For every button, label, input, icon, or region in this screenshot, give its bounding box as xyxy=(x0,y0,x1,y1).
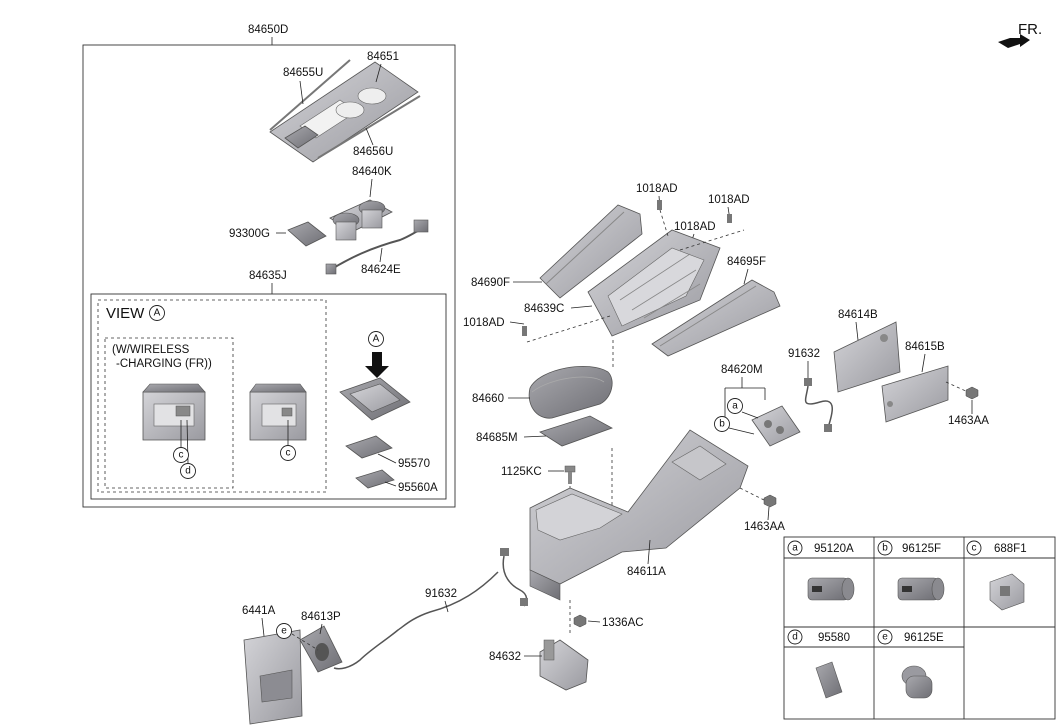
label-84655U: 84655U xyxy=(283,67,323,79)
label-93300G: 93300G xyxy=(229,228,270,240)
side-panel-left xyxy=(539,204,643,299)
legend-cell-d: d 95580 xyxy=(787,629,850,699)
label-84690F: 84690F xyxy=(471,277,510,289)
trim-plates xyxy=(269,59,421,163)
label-84615B: 84615B xyxy=(905,341,945,353)
label-84651: 84651 xyxy=(367,51,399,63)
panel-84614B xyxy=(833,321,901,393)
bolt-1125KC xyxy=(564,465,576,484)
side-panel-right xyxy=(651,279,781,357)
label-1463AA-2: 1463AA xyxy=(744,521,785,533)
legend-cell-c: c 688F1 xyxy=(966,540,1027,611)
label-84614B: 84614B xyxy=(838,309,878,321)
label-1125KC: 1125KC xyxy=(501,466,542,478)
callout-e: e xyxy=(281,626,287,637)
bracket-84632 xyxy=(539,639,589,691)
clip-1336AC xyxy=(573,614,587,628)
legend-part-a: 95120A xyxy=(814,543,854,555)
aux-jack-icon xyxy=(901,665,933,699)
legend-cell-e: e 96125E xyxy=(877,629,944,699)
panel-84615B xyxy=(881,365,949,423)
label-84613P: 84613P xyxy=(301,611,341,623)
view-title: VIEW xyxy=(106,305,145,322)
label-1018AD-1: 1018AD xyxy=(636,183,678,195)
wire-84624E xyxy=(325,219,429,275)
label-84635J: 84635J xyxy=(249,270,287,282)
label-84620M: 84620M xyxy=(721,364,763,376)
label-84695F: 84695F xyxy=(727,256,766,268)
view-arrow-icon xyxy=(365,352,389,378)
main-console-84611A xyxy=(529,429,749,601)
label-95570: 95570 xyxy=(398,458,430,470)
callout-a: a xyxy=(732,401,738,412)
callout-c-1: c xyxy=(179,450,184,461)
usb-charger-icon xyxy=(807,577,855,601)
wireless-note-line1: (W/WIRELESS xyxy=(112,344,190,356)
wireless-note-line2: -CHARGING (FR)) xyxy=(116,358,212,370)
label-1018AD-4: 1018AD xyxy=(463,317,505,329)
callout-c-2: c xyxy=(286,448,291,459)
label-95560A: 95560A xyxy=(398,482,438,494)
storage-bin-wireless xyxy=(142,383,206,441)
label-1463AA-1: 1463AA xyxy=(948,415,989,427)
assembly-box: 84650D xyxy=(82,24,456,508)
usb-module-84620M xyxy=(751,405,801,447)
label-84685M: 84685M xyxy=(476,432,518,444)
cup-holder xyxy=(329,199,393,241)
label-84611A: 84611A xyxy=(627,566,666,578)
wire-91632-upper xyxy=(804,378,833,432)
panel-6441A xyxy=(243,629,303,725)
label-84650D: 84650D xyxy=(248,24,288,36)
front-arrow-icon xyxy=(998,34,1030,48)
label-1018AD-2: 1018AD xyxy=(708,194,750,206)
label-1336AC: 1336AC xyxy=(602,617,644,629)
switch-93300G xyxy=(287,221,327,247)
bracket-84613P xyxy=(299,625,343,673)
label-84660: 84660 xyxy=(472,393,504,405)
label-84640K: 84640K xyxy=(352,166,392,178)
legend-part-c: 688F1 xyxy=(994,543,1027,555)
label-84632: 84632 xyxy=(489,651,521,663)
callout-d: d xyxy=(185,466,191,477)
usb-port-icon xyxy=(897,577,945,601)
view-box xyxy=(90,293,447,500)
storage-bin-standard xyxy=(249,383,307,441)
connector-icon xyxy=(815,661,843,699)
nut-1463AA-center xyxy=(763,494,777,508)
legend-part-d: 95580 xyxy=(818,632,850,644)
pad-95570 xyxy=(345,435,393,459)
label-91632-2: 91632 xyxy=(425,588,457,600)
legend-part-b: 96125F xyxy=(902,543,941,555)
label-91632-1: 91632 xyxy=(788,348,820,360)
switch-module-icon xyxy=(989,573,1025,611)
bracket-84639C xyxy=(587,229,721,337)
wireless-dashed-box xyxy=(104,337,234,489)
legend-part-e: 96125E xyxy=(904,632,944,644)
legend-letter-b: b xyxy=(882,543,888,554)
arrow-letter: A xyxy=(373,334,380,345)
nut-1463AA-right xyxy=(965,386,979,400)
legend-letter-d: d xyxy=(792,632,798,643)
legend-letter-a: a xyxy=(792,543,798,554)
storage-bin-top-view xyxy=(339,377,411,421)
front-arrow-indicator: FR. xyxy=(998,21,1042,48)
label-84656U: 84656U xyxy=(353,146,393,158)
legend-letter-c: c xyxy=(972,543,977,554)
view-inner-dashed xyxy=(97,299,327,493)
pad-84685M xyxy=(539,415,613,447)
front-label: FR. xyxy=(1018,21,1042,38)
legend-cell-b: b 96125F xyxy=(877,540,945,601)
label-84624E: 84624E xyxy=(361,264,401,276)
view-ref-letter: A xyxy=(154,308,161,319)
callout-b: b xyxy=(719,419,725,430)
legend-cell-a: a 95120A xyxy=(787,540,855,601)
label-84639C: 84639C xyxy=(524,303,564,315)
armrest-84660 xyxy=(528,365,613,419)
label-6441A: 6441A xyxy=(242,605,276,617)
legend-letter-e: e xyxy=(882,632,888,643)
wire-91632-lower xyxy=(333,548,528,670)
pad-95560A xyxy=(355,469,395,489)
label-1018AD-3: 1018AD xyxy=(674,221,716,233)
